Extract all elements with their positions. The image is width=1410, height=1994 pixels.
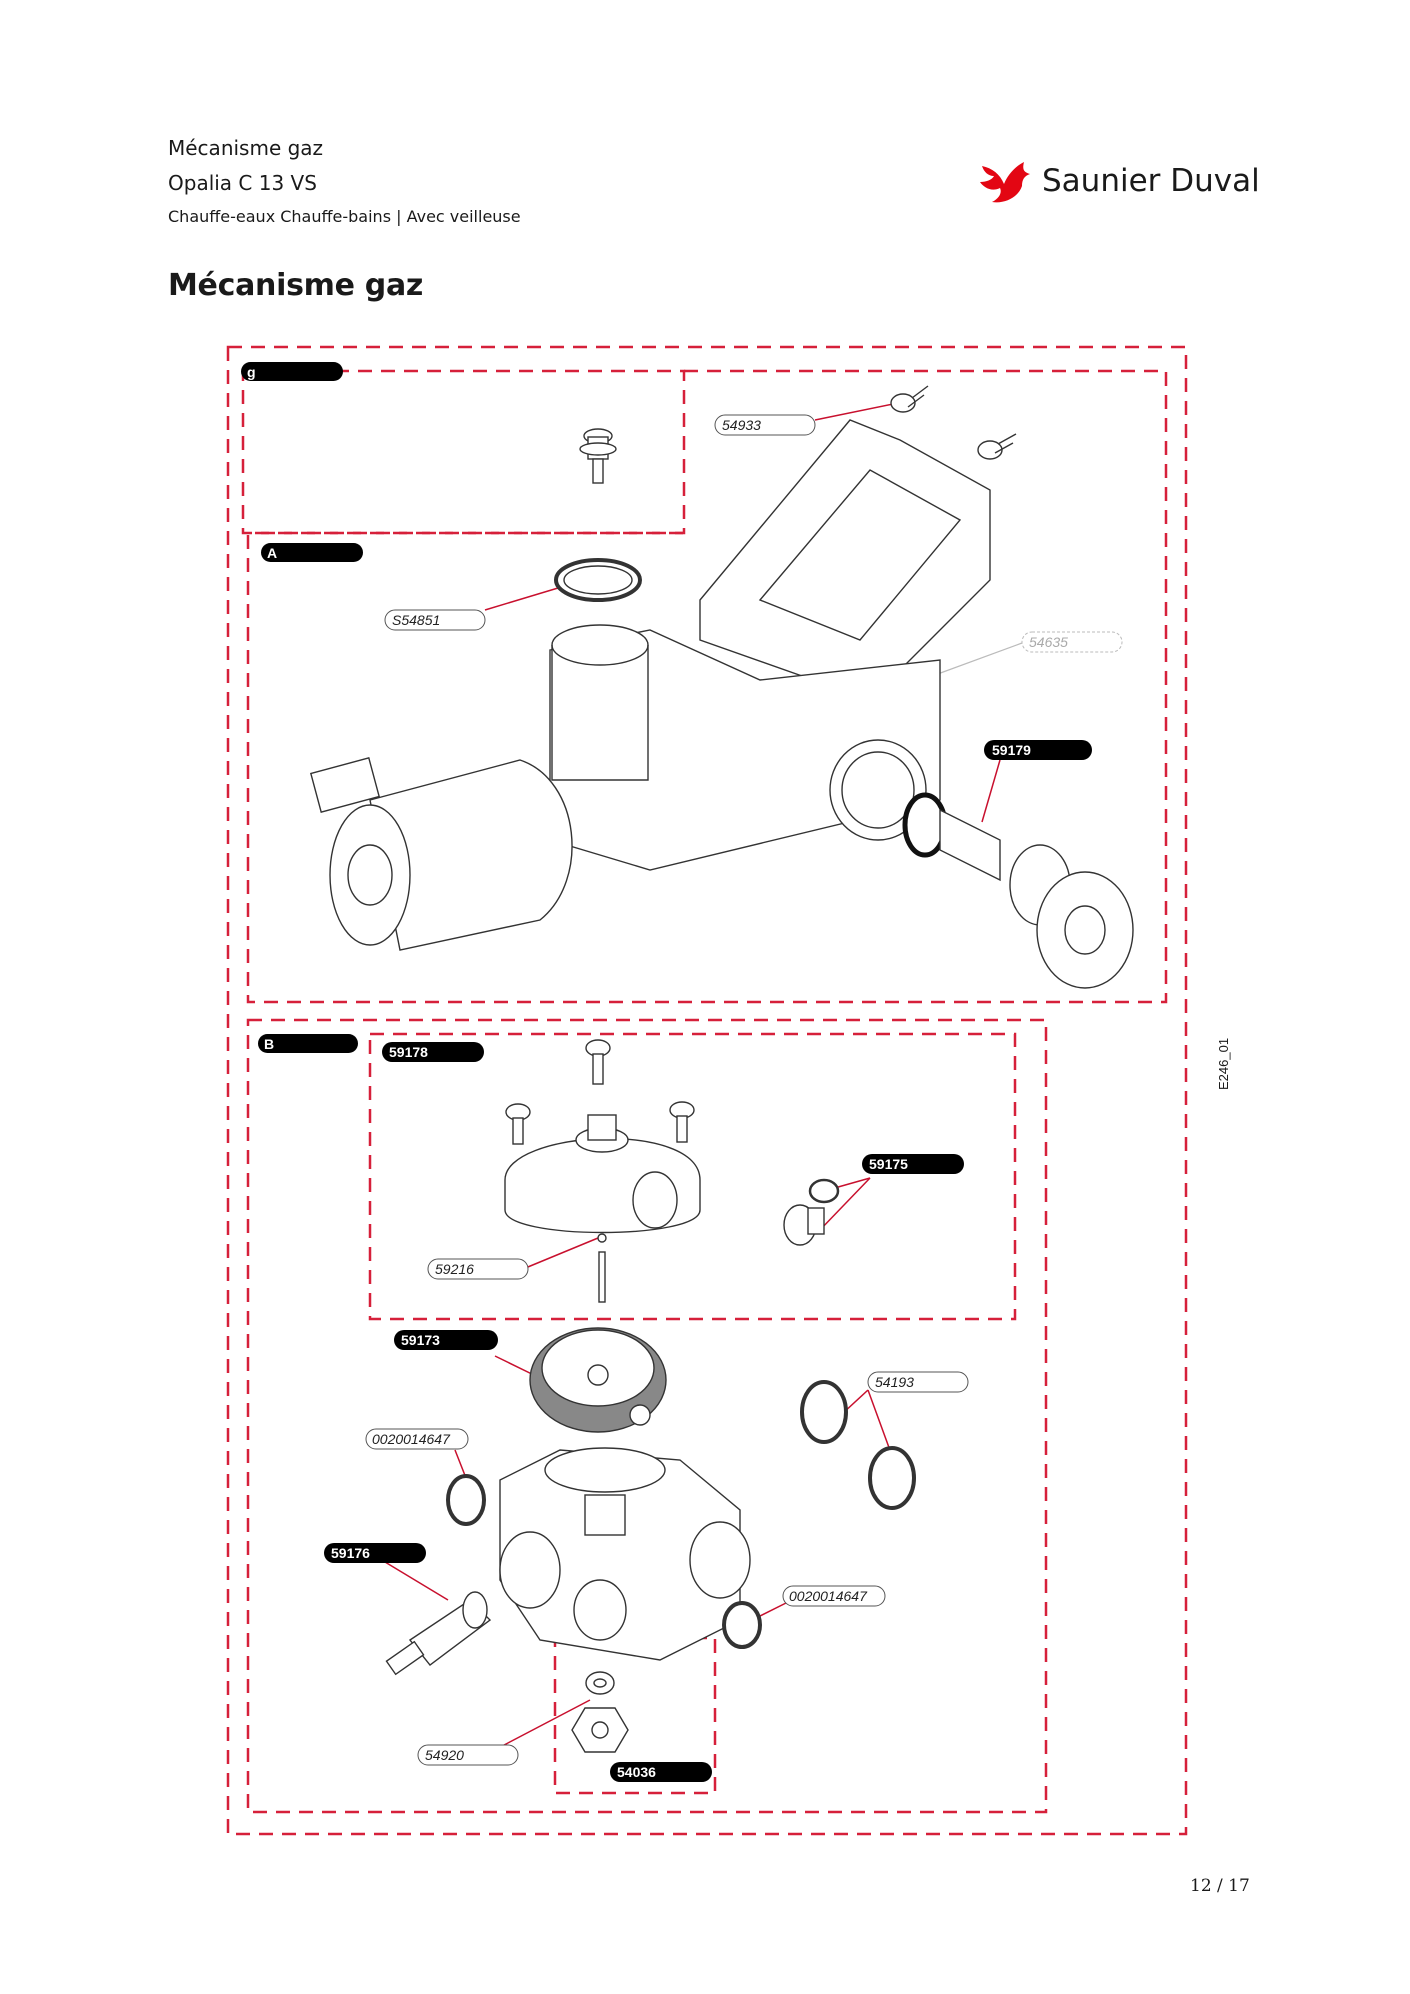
svg-text:54193: 54193 bbox=[875, 1374, 914, 1390]
svg-text:54920: 54920 bbox=[425, 1747, 464, 1763]
svg-text:A: A bbox=[267, 545, 277, 561]
page-title: Mécanisme gaz bbox=[168, 268, 424, 303]
group-a-frame bbox=[246, 369, 1168, 1004]
part-label-s54851: S54851 bbox=[384, 609, 486, 631]
group-59178-frame bbox=[368, 1032, 1017, 1321]
solenoid-drawing bbox=[369, 759, 573, 951]
part-label-59176: 59176 bbox=[324, 1543, 426, 1563]
saunier-duval-bird-icon bbox=[980, 162, 1030, 203]
drawing-code: E246_01 bbox=[1216, 1037, 1231, 1090]
brand-name: Saunier Duval bbox=[1042, 163, 1260, 199]
svg-text:59176: 59176 bbox=[331, 1545, 370, 1561]
o-ring-54193-a-drawing bbox=[800, 1380, 848, 1444]
part-label-54193: 54193 bbox=[867, 1371, 969, 1393]
part-label-59175: 59175 bbox=[862, 1154, 964, 1174]
header-model: Opalia C 13 VS bbox=[168, 171, 317, 195]
part-label-59216: 59216 bbox=[427, 1258, 529, 1280]
svg-text:0020014647: 0020014647 bbox=[789, 1588, 868, 1604]
screw-59175-drawing bbox=[783, 1178, 840, 1246]
group-tag-b: B bbox=[258, 1034, 358, 1053]
o-ring-left-drawing bbox=[446, 1474, 486, 1526]
svg-text:B: B bbox=[264, 1036, 274, 1052]
bracket-screws-drawing bbox=[890, 385, 1017, 460]
part-label-59179: 59179 bbox=[984, 740, 1092, 760]
svg-text:59173: 59173 bbox=[401, 1332, 440, 1348]
svg-text:59178: 59178 bbox=[389, 1044, 428, 1060]
part-label-54933: 54933 bbox=[714, 414, 816, 436]
header-section: Mécanisme gaz bbox=[168, 136, 324, 160]
outer-frame bbox=[226, 345, 1188, 1836]
header-category: Chauffe-eaux Chauffe-bains | Avec veille… bbox=[168, 207, 521, 226]
o-ring-54193-b-drawing bbox=[868, 1446, 916, 1510]
cover-screws-drawing bbox=[505, 1039, 695, 1145]
part-label-59173: 59173 bbox=[394, 1330, 498, 1350]
svg-text:g: g bbox=[247, 364, 256, 380]
o-ring-right-drawing bbox=[722, 1601, 762, 1649]
part-label-54920: 54920 bbox=[417, 1744, 519, 1766]
bracket-drawing bbox=[699, 419, 991, 701]
group-b-frame bbox=[246, 1018, 1048, 1814]
svg-text:0020014647: 0020014647 bbox=[372, 1431, 451, 1447]
group-tag-g: g bbox=[241, 362, 343, 381]
pin-59216-drawing bbox=[598, 1251, 606, 1303]
piston-59179-drawing bbox=[902, 792, 1134, 989]
page-number: 12 / 17 bbox=[1190, 1876, 1250, 1896]
svg-text:59175: 59175 bbox=[869, 1156, 908, 1172]
pilot-screw-drawing bbox=[579, 428, 617, 484]
svg-text:54933: 54933 bbox=[722, 417, 761, 433]
part-label-54036: 54036 bbox=[610, 1762, 712, 1782]
group-tag-a: A bbox=[261, 543, 363, 562]
part-drawings bbox=[309, 385, 1134, 1753]
part-label-59178: 59178 bbox=[382, 1042, 484, 1062]
svg-text:S54851: S54851 bbox=[392, 612, 440, 628]
svg-text:54635: 54635 bbox=[1029, 634, 1068, 650]
injector-59176-drawing bbox=[385, 1591, 492, 1676]
svg-text:59216: 59216 bbox=[435, 1261, 474, 1277]
part-label-0020014647-a: 0020014647 bbox=[365, 1428, 469, 1450]
svg-text:59179: 59179 bbox=[992, 742, 1031, 758]
part-label-54635: 54635 bbox=[1021, 631, 1123, 653]
svg-text:54036: 54036 bbox=[617, 1764, 656, 1780]
group-g-frame bbox=[241, 369, 686, 535]
part-label-0020014647-b: 0020014647 bbox=[782, 1585, 886, 1607]
